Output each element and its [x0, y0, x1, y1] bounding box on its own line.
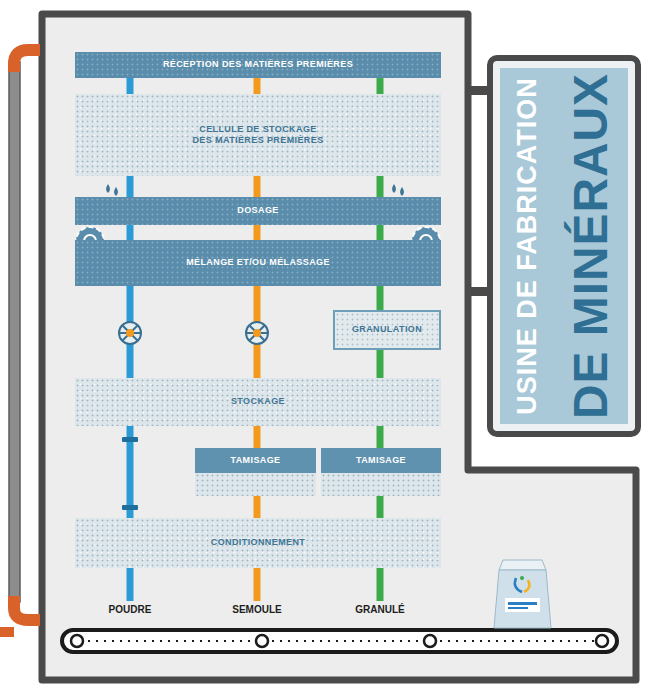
dosing-band: DOSAGE — [75, 197, 441, 225]
pipe-outlet — [0, 627, 14, 637]
flow-line — [377, 225, 384, 240]
product-label: GRANULÉ — [355, 604, 404, 615]
product-label: SEMOULE — [232, 604, 281, 615]
valve-symbol — [119, 322, 141, 344]
process-label: MÉLANGE ET/OU MÉLASSAGE — [186, 257, 330, 268]
pipe-coupling — [122, 437, 138, 442]
process-label: RÉCEPTION DES MATIÈRES PREMIÈRES — [163, 59, 353, 70]
flow-line — [254, 225, 261, 240]
flow-line — [127, 176, 134, 197]
pipe-coupling — [122, 505, 138, 510]
product-bag — [494, 560, 551, 628]
flow-line — [254, 496, 261, 518]
product-line — [127, 568, 134, 601]
flow-line — [377, 176, 384, 197]
process-label: CELLULE DE STOCKAGE DES MATIÈRES PREMIÈR… — [189, 124, 327, 147]
title-line: USINE DE FABRICATION — [514, 77, 541, 415]
mixing-band: MÉLANGE ET/OU MÉLASSAGE — [75, 240, 441, 286]
process-label: STOCKAGE — [231, 396, 285, 407]
storage-band: STOCKAGE — [75, 378, 441, 426]
flow-line — [377, 350, 384, 378]
flow-line — [254, 78, 261, 94]
packaging-band: CONDITIONNEMENT — [75, 518, 441, 568]
storage-cell-band: CELLULE DE STOCKAGE DES MATIÈRES PREMIÈR… — [75, 94, 441, 176]
process-label: CONDITIONNEMENT — [211, 537, 306, 548]
flow-line — [377, 78, 384, 94]
flow-line — [254, 176, 261, 197]
conveyor-belt — [62, 630, 617, 652]
sieving-box: TAMISAGE — [195, 448, 316, 496]
granulation-box: GRANULATION — [333, 310, 441, 350]
process-label: GRANULATION — [352, 324, 422, 335]
flow-line — [377, 286, 384, 310]
reception-band: RÉCEPTION DES MATIÈRES PREMIÈRES — [75, 52, 441, 78]
sieving-box: TAMISAGE — [321, 448, 441, 496]
pipe-elbow — [14, 596, 40, 620]
product-line — [254, 568, 261, 601]
flow-line — [254, 426, 261, 448]
supply-pipe — [9, 62, 20, 602]
flow-line — [127, 225, 134, 240]
flow-line — [377, 496, 384, 518]
flow-line — [377, 426, 384, 448]
process-label: DOSAGE — [237, 205, 278, 216]
flow-line — [127, 78, 134, 94]
flow-line — [127, 286, 134, 378]
valve-symbol — [246, 322, 268, 344]
title-line: DE MINÉRAUX — [567, 73, 615, 419]
flow-line — [254, 286, 261, 378]
pipe-elbow — [14, 50, 40, 72]
process-label: TAMISAGE — [230, 455, 280, 466]
product-label: POUDRE — [109, 604, 152, 615]
process-label: TAMISAGE — [356, 455, 406, 466]
product-line — [377, 568, 384, 601]
title-panel: USINE DE FABRICATION DE MINÉRAUX — [487, 55, 641, 437]
